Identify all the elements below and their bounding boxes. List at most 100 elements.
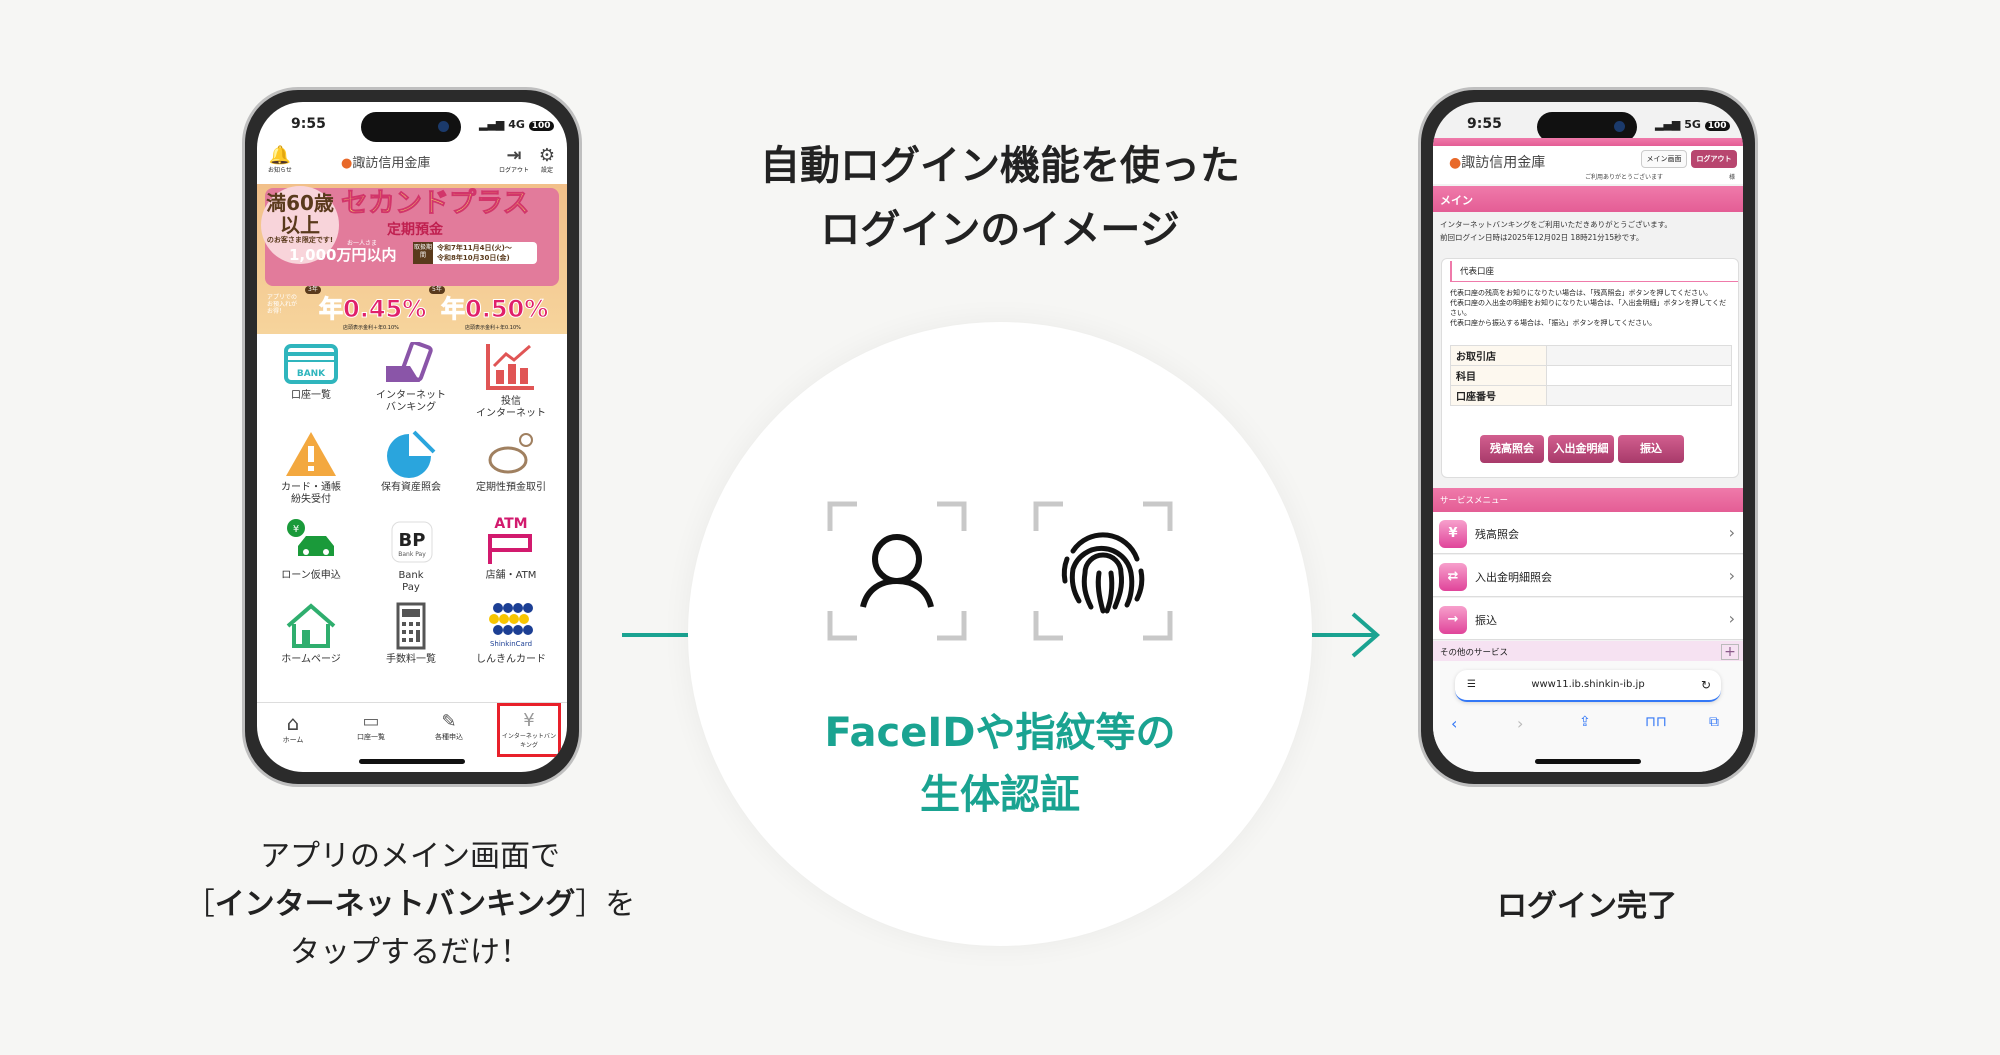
transfer-button[interactable]: 振込 (1618, 435, 1684, 463)
caption-right: ログイン完了 (1497, 889, 1677, 924)
url-text: www11.ib.shinkin-ib.jp (1531, 679, 1645, 690)
bottom-nav: ⌂ホーム ▭口座一覧 ✎各種申込 ¥インターネットバンキング (257, 702, 567, 762)
biometric-text-line1: FaceIDや指紋等の (824, 710, 1176, 756)
grid-time-deposit[interactable]: 定期性預金取引 (461, 430, 561, 494)
menu-balance[interactable]: ¥残高照会› (1433, 512, 1743, 554)
label: Pay (402, 582, 420, 593)
card-text: 代表口座の入出金の明細をお知りになりたい場合は、「入出金明細」ボタンを押してくだ… (1450, 299, 1727, 317)
label: カード・通帳 (281, 482, 341, 493)
caption-line2: ［インターネットバンキング］を (150, 881, 670, 929)
statement-button[interactable]: 入出金明細 (1548, 435, 1614, 463)
banner-subtitle: 定期預金 (387, 222, 443, 238)
status-network: ▂▄▆ 4G 100 (479, 118, 554, 131)
nav-home[interactable]: ⌂ホーム (263, 711, 323, 745)
reader-icon[interactable]: ☰ (1467, 679, 1476, 690)
logout-button[interactable]: ログアウト (1691, 150, 1737, 168)
network: 4G (508, 118, 525, 131)
other-services[interactable]: その他のサービス+ (1433, 641, 1743, 661)
status-network: ▂▄▆ 5G 100 (1655, 118, 1730, 131)
banner-limit: 1,000万円以内 (289, 246, 397, 264)
biometric-text-line2: 生体認証 (920, 772, 1080, 818)
share-icon[interactable]: ⇪ (1579, 714, 1591, 730)
nav-applications[interactable]: ✎各種申込 (419, 711, 479, 742)
notice-button[interactable]: 🔔お知らせ (265, 146, 295, 175)
card-text: 代表口座から振込する場合は、「振込」ボタンを押してください。 (1450, 319, 1657, 327)
grid-store-atm[interactable]: ATM 店舗・ATM (461, 514, 561, 582)
promo-banner[interactable]: 満60歳以上のお客さま限定です! セカンドプラス 定期預金 お一人さま 1,00… (257, 184, 567, 334)
bank-logo: ●諏訪信用金庫 (1449, 152, 1545, 172)
gear-icon: ⚙ (538, 145, 556, 166)
network: 5G (1684, 118, 1701, 131)
label: Bank (398, 570, 424, 581)
nav-label: インターネットバンキング (501, 733, 557, 749)
banner-product: セカンドプラス (340, 188, 530, 220)
bracket: ［ (184, 887, 215, 922)
main-screen-button[interactable]: メイン画面 (1641, 150, 1687, 168)
banner-period2: 令和8年10月30日(金) (437, 254, 510, 262)
rate3: 年0.45% (318, 295, 427, 323)
calculator-icon (396, 602, 426, 650)
svg-text:Bank Pay: Bank Pay (398, 551, 426, 558)
row-label: 科目 (1450, 365, 1547, 386)
label: バンキング (385, 402, 437, 413)
nav-accounts[interactable]: ▭口座一覧 (341, 711, 401, 742)
bank-name: 諏訪信用金庫 (1461, 155, 1546, 171)
label: 手数料一覧 (386, 654, 436, 665)
dynamic-island (361, 112, 461, 142)
grid-internet-banking[interactable]: インターネットバンキング (361, 342, 461, 414)
caption-bold: インターネットバンキング (214, 887, 576, 922)
label: 店舗・ATM (485, 570, 537, 581)
label: 定期性預金取引 (476, 482, 546, 493)
atm-icon: ATM (488, 516, 532, 564)
svg-text:BP: BP (399, 530, 426, 551)
grid-investment[interactable]: 投信インターネット (461, 342, 561, 420)
exchange-icon: ⇄ (1439, 563, 1467, 591)
home-indicator (1535, 759, 1641, 764)
grid-fees[interactable]: 手数料一覧 (361, 602, 461, 666)
svg-text:¥: ¥ (293, 524, 299, 535)
url-bar[interactable]: ☰ www11.ib.shinkin-ib.jp ↻ (1455, 670, 1721, 702)
balance-button[interactable]: 残高照会 (1480, 435, 1544, 463)
plus-icon[interactable]: + (1721, 644, 1739, 660)
nav-internet-banking[interactable]: ¥インターネットバンキング (497, 703, 561, 757)
warning-icon (286, 432, 336, 476)
greeting: ご利用ありがとうございます (1585, 174, 1664, 181)
card-title: 代表口座 (1450, 261, 1738, 282)
tabs-icon[interactable]: ⧉ (1709, 714, 1719, 730)
logout-button[interactable]: ⇥ログアウト (497, 146, 531, 175)
settings-button[interactable]: ⚙設定 (535, 145, 559, 175)
caption-line3: タップするだけ！ (290, 935, 530, 970)
grid-card-loss[interactable]: カード・通帳紛失受付 (261, 430, 361, 506)
nav-label: 口座一覧 (357, 733, 385, 741)
grid-asset-inquiry[interactable]: 保有資産照会 (361, 430, 461, 494)
home-icon: ⌂ (286, 711, 300, 735)
logo-icon: ● (341, 156, 353, 171)
bank-logo: ●諏訪信用金庫 (341, 156, 430, 172)
menu-statement[interactable]: ⇄入出金明細照会› (1433, 555, 1743, 597)
forward-icon[interactable]: › (1517, 714, 1524, 733)
safari-toolbar: ‹ › ⇪ ⊓⊓ ⧉ (1433, 714, 1743, 744)
menu-label: 入出金明細照会 (1475, 571, 1552, 584)
label: しんきんカード (476, 654, 546, 665)
menu-transfer[interactable]: →振込› (1433, 598, 1743, 640)
svg-text:ATM: ATM (494, 516, 527, 532)
nav-label: 各種申込 (435, 733, 463, 741)
back-icon[interactable]: ‹ (1451, 714, 1458, 733)
grid-loan[interactable]: ¥ローン仮申込 (261, 518, 361, 582)
car-loan-icon: ¥ (287, 519, 334, 556)
grid-homepage[interactable]: ホームページ (261, 602, 361, 666)
pencil-icon: ✎ (441, 711, 457, 732)
status-time: 9:55 (291, 116, 326, 132)
section-title: メイン (1433, 186, 1743, 212)
account-table: お取引店 科目 口座番号 (1450, 345, 1732, 406)
service-menu-title: サービスメニュー (1433, 488, 1743, 512)
reload-icon[interactable]: ↻ (1700, 678, 1711, 692)
bookmarks-icon[interactable]: ⊓⊓ (1645, 714, 1667, 730)
label: 口座一覧 (291, 390, 331, 401)
rate5: 年0.50% (440, 295, 549, 323)
phone-app: 9:55 ▂▄▆ 4G 100 🔔お知らせ ●諏訪信用金庫 ⇥ログアウト ⚙設定… (242, 87, 582, 787)
